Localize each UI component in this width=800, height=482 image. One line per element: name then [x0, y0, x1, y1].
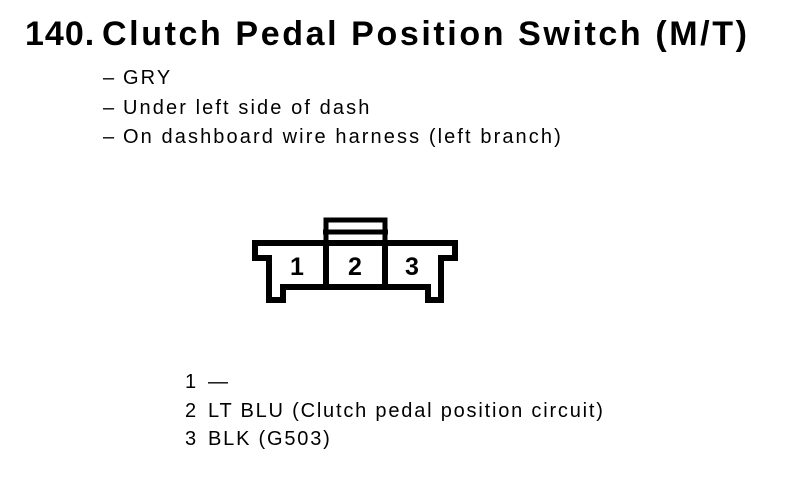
details-list: – GRY – Under left side of dash – On das…	[103, 64, 563, 153]
legend-row: 1 —	[185, 368, 605, 397]
dash-bullet: –	[103, 126, 115, 148]
pin-number: 1	[185, 371, 197, 393]
pin-description: LT BLU (Clutch pedal position circuit)	[208, 399, 605, 422]
pin-label-3: 3	[405, 253, 419, 281]
pin-description: BLK (G503)	[208, 428, 332, 451]
detail-text: GRY	[123, 67, 173, 89]
pin-label-2: 2	[348, 253, 362, 281]
detail-item-color: – GRY	[103, 64, 563, 94]
legend-row: 3 BLK (G503)	[185, 425, 605, 454]
pin-legend: 1 — 2 LT BLU (Clutch pedal position circ…	[185, 368, 605, 454]
pin-label-1: 1	[290, 253, 304, 281]
connector-diagram: 1 2 3	[252, 217, 458, 303]
page-title: Clutch Pedal Position Switch (M/T)	[102, 15, 750, 53]
section-number: 140.	[25, 15, 96, 53]
dash-bullet: –	[103, 96, 115, 119]
detail-text: On dashboard wire harness (left branch)	[123, 126, 563, 148]
pin-description: —	[208, 371, 230, 393]
pin-number: 3	[185, 428, 197, 451]
detail-text: Under left side of dash	[123, 96, 372, 119]
dash-bullet: –	[103, 67, 115, 89]
legend-row: 2 LT BLU (Clutch pedal position circuit)	[185, 397, 605, 426]
detail-item-location: – Under left side of dash	[103, 94, 563, 124]
detail-item-harness: – On dashboard wire harness (left branch…	[103, 123, 563, 153]
pin-number: 2	[185, 399, 197, 422]
connector-outline	[252, 240, 458, 303]
